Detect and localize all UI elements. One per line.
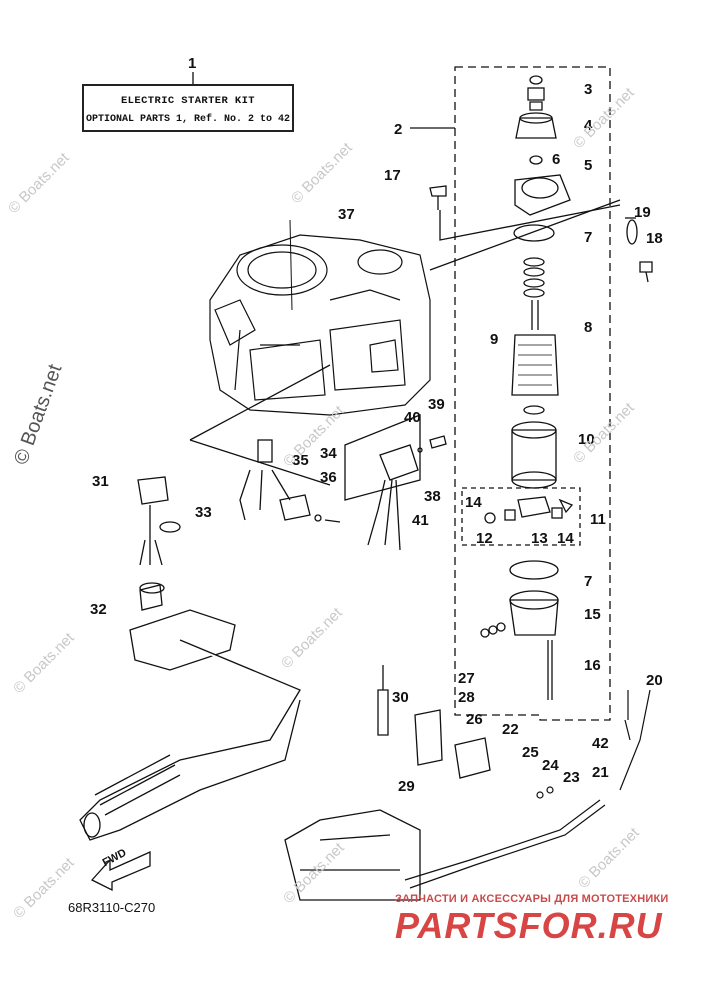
callout-2[interactable]: 2 (394, 121, 403, 138)
callout-40[interactable]: 40 (404, 409, 421, 426)
callout-10[interactable]: 10 (578, 431, 595, 448)
callout-28[interactable]: 28 (458, 689, 475, 706)
callout-26[interactable]: 26 (466, 711, 483, 728)
battery-cables-drawing (404, 689, 651, 889)
brand-logo[interactable]: PARTSFOR.RU (395, 905, 663, 946)
callout-24[interactable]: 24 (542, 757, 559, 774)
solenoid-drawing (377, 665, 491, 779)
callout-11[interactable]: 11 (590, 511, 606, 528)
callout-7b[interactable]: 7 (584, 573, 593, 590)
callout-25[interactable]: 25 (522, 744, 539, 761)
kit-dashed-frame (454, 66, 611, 721)
callout-22[interactable]: 22 (502, 721, 519, 738)
kit-label-title: ELECTRIC STARTER KIT (120, 95, 256, 107)
fwd-arrow (90, 850, 151, 892)
callout-42[interactable]: 42 (592, 735, 609, 752)
callout-27[interactable]: 27 (458, 670, 475, 687)
brand-tagline: ЗАПЧАСТИ И АКСЕССУАРЫ ДЛЯ МОТОТЕХНИКИ (395, 893, 669, 905)
callout-34[interactable]: 34 (320, 445, 337, 462)
rectifier-drawing (367, 435, 447, 551)
callout-17[interactable]: 17 (384, 167, 401, 184)
relay-harness-drawing (239, 439, 341, 523)
callout-7[interactable]: 7 (584, 229, 593, 246)
kit-label-subtitle: OPTIONAL PARTS 1, Ref. No. 2 to 42 (85, 114, 291, 125)
callout-21[interactable]: 21 (592, 764, 609, 781)
bolts-drawing (429, 185, 653, 283)
lower-cowling-drawing (284, 809, 421, 901)
callout-35[interactable]: 35 (292, 452, 309, 469)
callout-3[interactable]: 3 (584, 81, 593, 98)
callout-14[interactable]: 14 (465, 494, 482, 511)
key-switch-drawing (137, 476, 181, 611)
engine-block-drawing (209, 219, 431, 416)
callout-5[interactable]: 5 (584, 157, 593, 174)
callout-13[interactable]: 13 (531, 530, 548, 547)
callout-4[interactable]: 4 (584, 117, 593, 134)
callout-20[interactable]: 20 (646, 672, 663, 689)
callout-6[interactable]: 6 (552, 151, 561, 168)
starter-motor-drawing (480, 75, 571, 700)
diagram-code: 68R3110-C270 (68, 900, 156, 915)
callout-9[interactable]: 9 (490, 331, 499, 348)
callout-31[interactable]: 31 (92, 473, 109, 490)
callout-19[interactable]: 19 (634, 204, 651, 221)
callout-18[interactable]: 18 (646, 230, 663, 247)
brush-holder-box (461, 487, 581, 546)
callout-33[interactable]: 33 (195, 504, 212, 521)
callout-37[interactable]: 37 (338, 206, 355, 223)
callout-30[interactable]: 30 (392, 689, 409, 706)
callout-38[interactable]: 38 (424, 488, 441, 505)
callout-29[interactable]: 29 (398, 778, 415, 795)
callout-23[interactable]: 23 (563, 769, 580, 786)
callout-36[interactable]: 36 (320, 469, 337, 486)
tiller-handle-drawing (79, 609, 301, 841)
callout-8[interactable]: 8 (584, 319, 593, 336)
callout-12[interactable]: 12 (476, 530, 493, 547)
electric-starter-kit-label: ELECTRIC STARTER KIT OPTIONAL PARTS 1, R… (82, 84, 294, 132)
callout-41[interactable]: 41 (412, 512, 429, 529)
callout-16[interactable]: 16 (584, 657, 601, 674)
callout-15[interactable]: 15 (584, 606, 601, 623)
callout-1[interactable]: 1 (188, 55, 197, 72)
callout-14b[interactable]: 14 (557, 530, 574, 547)
brush-holder-drawing (484, 496, 574, 524)
callout-32[interactable]: 32 (90, 601, 107, 618)
callout-39[interactable]: 39 (428, 396, 445, 413)
